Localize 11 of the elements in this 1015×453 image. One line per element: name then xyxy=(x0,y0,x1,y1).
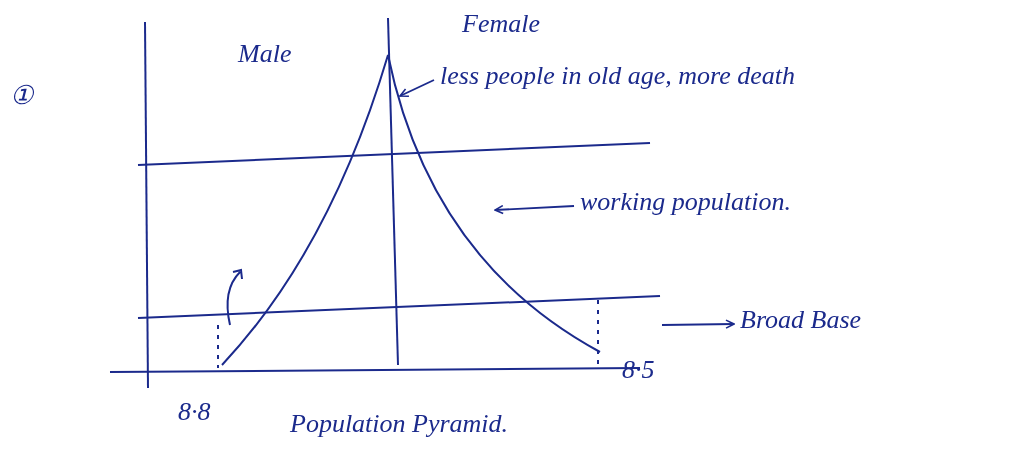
annotation-text: less people in old age, more death xyxy=(440,62,1000,90)
axis-value: 8·8 xyxy=(178,398,211,426)
circled-number: ① xyxy=(10,82,33,110)
caption: Population Pyramid. xyxy=(290,410,509,438)
side-label: Female xyxy=(462,10,540,38)
annotation-text: working population. xyxy=(580,188,791,216)
side-label: Male xyxy=(238,40,292,68)
arrow xyxy=(661,319,735,329)
annotation-text: Broad Base xyxy=(740,306,862,334)
arrow xyxy=(494,204,575,215)
arrow xyxy=(399,79,435,97)
